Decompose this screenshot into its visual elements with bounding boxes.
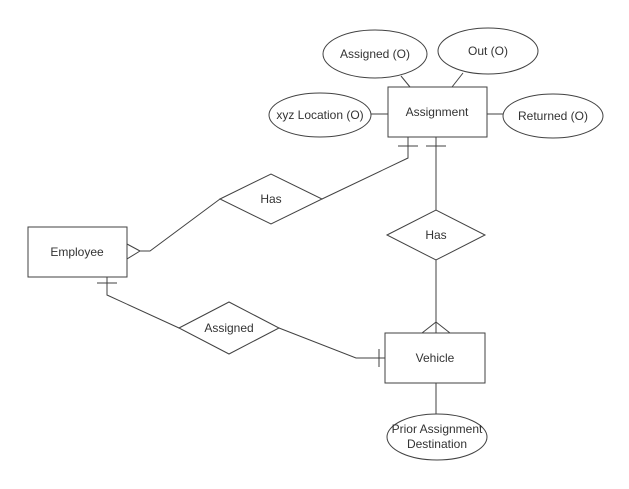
- entity-employee[interactable]: Employee: [27, 226, 128, 278]
- relationship-has-1[interactable]: Has: [218, 173, 324, 225]
- connector-outO-assignment: [451, 72, 464, 88]
- relationship-has-1-label: Has: [260, 192, 281, 206]
- attribute-out-o[interactable]: Out (O): [437, 27, 539, 75]
- attribute-xyz-location-o-shape: [268, 92, 372, 138]
- attribute-out-o-shape: [437, 27, 539, 75]
- relationship-has-2[interactable]: Has: [385, 209, 487, 261]
- relationship-has-1-shape: [218, 173, 324, 225]
- relationship-assigned-label: Assigned: [204, 321, 253, 335]
- entity-assignment[interactable]: Assignment: [387, 86, 488, 138]
- entity-assignment-label: Assignment: [406, 105, 469, 119]
- entity-vehicle-shape: [384, 332, 486, 384]
- entity-vehicle-label: Vehicle: [416, 351, 455, 365]
- attribute-returned-o-label: Returned (O): [518, 109, 588, 123]
- entity-assignment-shape: [387, 86, 488, 138]
- attribute-returned-o-shape: [502, 93, 604, 139]
- relationship-assigned[interactable]: Assigned: [177, 301, 281, 355]
- relationship-assigned-shape: [177, 301, 281, 355]
- attribute-prior-assignment-destination[interactable]: Prior Assignment Destination: [386, 413, 488, 461]
- attribute-assigned-o-shape: [322, 29, 428, 79]
- attribute-xyz-location-o[interactable]: xyz Location (O): [268, 92, 372, 138]
- attribute-prior-assignment-destination-shape: [386, 413, 488, 461]
- crow-foot-marker-employee: [126, 243, 141, 260]
- attribute-returned-o[interactable]: Returned (O): [502, 93, 604, 139]
- connectors-layer: [106, 72, 503, 414]
- entity-vehicle[interactable]: Vehicle: [384, 332, 486, 384]
- connector-assigned-vehicle: [278, 327, 385, 359]
- connector-has1-employee: [140, 198, 221, 252]
- entity-employee-shape: [27, 226, 128, 278]
- connector-employee-assigned: [106, 277, 180, 329]
- attribute-out-o-label: Out (O): [468, 44, 508, 58]
- connector-assignedO-assignment: [400, 75, 411, 88]
- attribute-prior-assignment-destination-label-line1: Prior Assignment: [392, 422, 483, 436]
- relationship-has-2-shape: [385, 209, 487, 261]
- connector-assignment-has1: [321, 137, 409, 200]
- crow-foot-marker-vehicle: [421, 321, 451, 334]
- attribute-assigned-o-label: Assigned (O): [340, 47, 410, 61]
- relationship-has-2-label: Has: [425, 228, 446, 242]
- attribute-xyz-location-o-label: xyz Location (O): [276, 108, 363, 122]
- attribute-assigned-o[interactable]: Assigned (O): [322, 29, 428, 79]
- entity-employee-label: Employee: [50, 245, 104, 259]
- attribute-prior-assignment-destination-label-line2: Destination: [407, 437, 467, 451]
- cardinality-markers-layer: [97, 145, 451, 367]
